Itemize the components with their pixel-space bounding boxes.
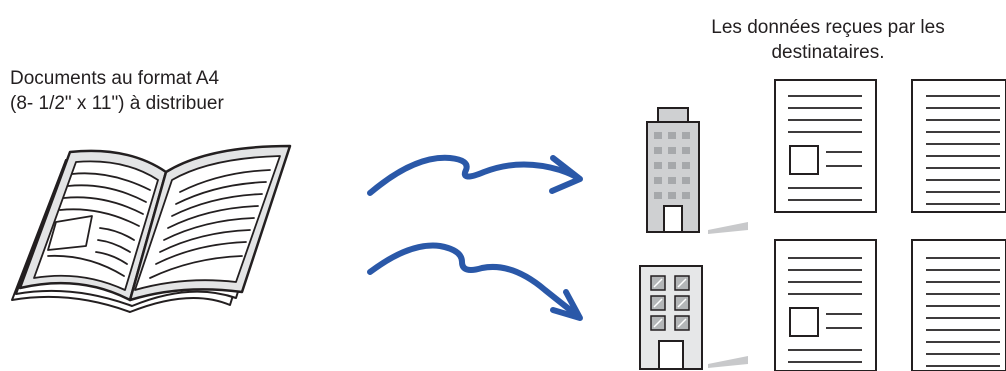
source-caption: Documents au format A4 (8- 1/2" x 11") à… [10, 66, 224, 116]
curved-arrow-icon-top [367, 154, 583, 196]
open-book-icon [11, 144, 292, 313]
text-page-icon-top [911, 79, 1006, 213]
destination-caption-line-1: Les données reçues par les [711, 17, 945, 38]
curved-arrow-icon-bottom [367, 242, 583, 321]
text-page-icon-bottom [911, 239, 1006, 371]
destination-caption: Les données reçues par les destinataires… [668, 15, 988, 65]
small-building-icon [639, 265, 748, 370]
destination-caption-line-2: destinataires. [771, 42, 885, 63]
source-caption-line-2: (8- 1/2" x 11") à distribuer [10, 93, 224, 114]
office-building-icon [646, 107, 748, 234]
source-caption-line-1: Documents au format A4 [10, 68, 220, 89]
document-page-icon-top [774, 79, 877, 213]
document-page-icon-bottom [774, 239, 877, 371]
